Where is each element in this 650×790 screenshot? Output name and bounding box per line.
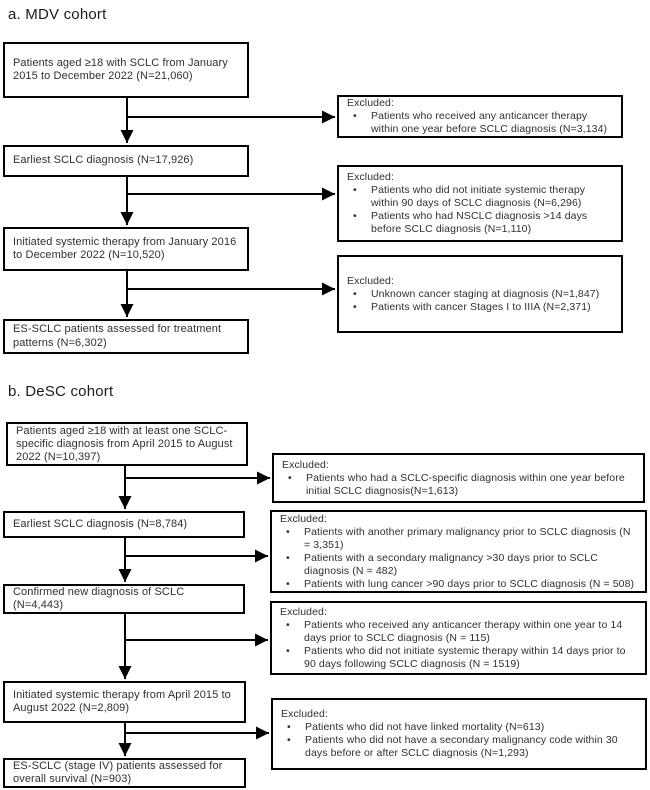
step-box-mdv-initiated-therapy: Initiated systemic therapy from January …	[3, 227, 249, 271]
excluded-bullet: Patients who did not initiate systemic t…	[280, 645, 639, 671]
step-box-desc-earliest-diagnosis: Earliest SCLC diagnosis (N=8,784)	[3, 511, 245, 538]
excluded-box-desc-1: Excluded: Patients who had a SCLC-specif…	[272, 453, 645, 503]
excluded-bullet-list: Patients who received any anticancer the…	[347, 110, 615, 136]
step-box-desc-confirmed-diagnosis: Confirmed new diagnosis of SCLC (N=4,443…	[3, 584, 245, 614]
step-box-desc-final-cohort: ES-SCLC (stage IV) patients assessed for…	[3, 758, 246, 788]
step-text: Initiated systemic therapy from January …	[13, 235, 237, 262]
excluded-header: Excluded:	[347, 97, 395, 109]
excluded-header: Excluded:	[280, 605, 328, 618]
excluded-header: Excluded:	[281, 708, 329, 720]
step-text: Initiated systemic therapy from April 20…	[13, 688, 231, 715]
excluded-header: Excluded:	[347, 171, 395, 183]
excluded-box-mdv-3: Excluded: Unknown cancer staging at diag…	[337, 255, 623, 333]
excluded-header: Excluded:	[347, 274, 395, 287]
step-text: ES-SCLC (stage IV) patients assessed for…	[13, 759, 223, 786]
excluded-bullet-list: Unknown cancer staging at diagnosis (N=1…	[347, 288, 615, 314]
excluded-bullet: Patients who had NSCLC diagnosis >14 day…	[347, 210, 615, 236]
excluded-bullet-list: Patients who did not initiate systemic t…	[347, 184, 615, 236]
excluded-bullet: Patients with a secondary malignancy >30…	[280, 552, 639, 578]
step-box-mdv-final-cohort: ES-SCLC patients assessed for treatment …	[3, 319, 249, 354]
excluded-bullet-list: Patients who received any anticancer the…	[280, 619, 639, 671]
excluded-bullet: Patients with cancer Stages I to IIIA (N…	[347, 301, 615, 314]
excluded-header: Excluded:	[282, 458, 330, 471]
step-text: Patients aged ≥18 with SCLC from January…	[13, 56, 228, 83]
step-text: ES-SCLC patients assessed for treatment …	[13, 323, 222, 349]
step-text: Patients aged ≥18 with at least one SCLC…	[16, 424, 233, 463]
step-box-desc-initial-population: Patients aged ≥18 with at least one SCLC…	[6, 422, 248, 466]
excluded-bullet-list: Patients who had a SCLC-specific diagnos…	[282, 472, 637, 498]
excluded-box-desc-3: Excluded: Patients who received any anti…	[270, 601, 647, 675]
step-text: Confirmed new diagnosis of SCLC (N=4,443…	[13, 585, 185, 612]
step-box-mdv-earliest-diagnosis: Earliest SCLC diagnosis (N=17,926)	[3, 145, 249, 177]
step-box-mdv-initial-population: Patients aged ≥18 with SCLC from January…	[3, 42, 249, 98]
excluded-bullet: Patients who had a SCLC-specific diagnos…	[282, 472, 637, 498]
excluded-bullet: Patients who received any anticancer the…	[347, 110, 615, 136]
excluded-bullet: Patients who received any anticancer the…	[280, 619, 639, 645]
section-a-title: a. MDV cohort	[8, 6, 107, 23]
section-b-title: b. DeSC cohort	[8, 383, 114, 400]
excluded-bullet: Patients who did not initiate systemic t…	[347, 184, 615, 210]
excluded-bullet-list: Patients with another primary malignancy…	[280, 526, 639, 591]
excluded-bullet: Patients who did not have a secondary ma…	[281, 734, 639, 760]
excluded-bullet: Unknown cancer staging at diagnosis (N=1…	[347, 288, 615, 301]
excluded-box-mdv-1: Excluded: Patients who received any anti…	[337, 95, 623, 138]
excluded-box-desc-4: Excluded: Patients who did not have link…	[271, 698, 647, 770]
step-box-desc-initiated-therapy: Initiated systemic therapy from April 20…	[3, 681, 246, 723]
excluded-box-desc-2: Excluded: Patients with another primary …	[270, 510, 647, 593]
excluded-bullet: Patients with lung cancer >90 days prior…	[280, 578, 639, 591]
excluded-box-mdv-2: Excluded: Patients who did not initiate …	[337, 165, 623, 242]
excluded-bullet-list: Patients who did not have linked mortali…	[281, 721, 639, 760]
excluded-bullet: Patients with another primary malignancy…	[280, 526, 639, 552]
excluded-header: Excluded:	[280, 512, 328, 525]
step-text: Earliest SCLC diagnosis (N=17,926)	[13, 154, 194, 167]
excluded-bullet: Patients who did not have linked mortali…	[281, 721, 639, 734]
step-text: Earliest SCLC diagnosis (N=8,784)	[13, 517, 188, 530]
